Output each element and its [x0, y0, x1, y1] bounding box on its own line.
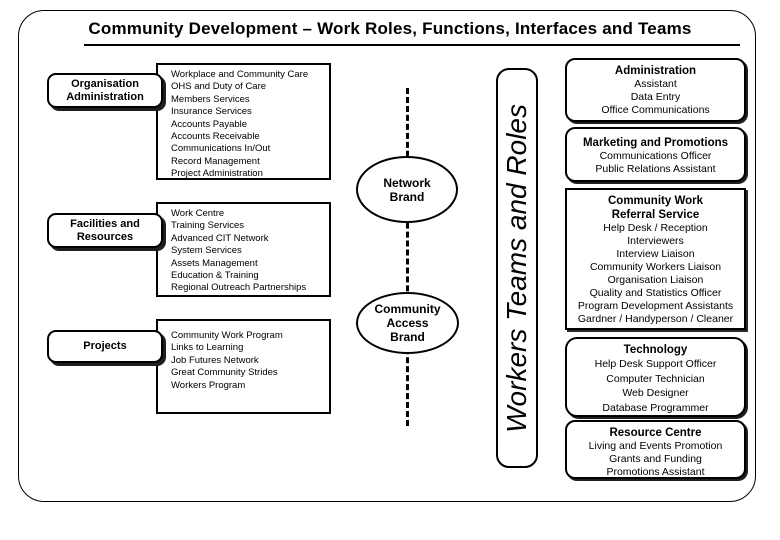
function-line: Job Futures Network: [171, 354, 259, 366]
role-line: Program Development Assistants: [577, 300, 734, 312]
ellipse-community-access-brand: Community Access Brand: [356, 292, 459, 354]
role-line: Interview Liaison: [616, 248, 695, 260]
page-title: Community Development – Work Roles, Func…: [88, 19, 692, 38]
role-line: Assistant: [634, 78, 677, 90]
role-line: Interviewers: [627, 235, 684, 247]
role-line: Grants and Funding: [609, 453, 702, 465]
function-line: Advanced CIT Network: [171, 232, 269, 244]
role-line: Community Workers Liaison: [589, 261, 722, 273]
role-line: Promotions Assistant: [606, 466, 705, 478]
group-label-text: Projects: [83, 340, 127, 352]
function-line: Members Services: [171, 93, 250, 105]
role-line: Public Relations Assistant: [595, 163, 716, 175]
role-line: Help Desk / Reception: [603, 222, 708, 234]
function-line: Record Management: [171, 155, 260, 167]
team-title: Administration: [614, 65, 697, 77]
function-line: Great Community Strides: [171, 367, 278, 379]
role-line: Office Communications: [601, 104, 710, 116]
title-divider-line: [84, 44, 740, 46]
function-line: Workplace and Community Care: [171, 69, 309, 80]
role-line: Communications Officer: [599, 150, 712, 162]
role-line: Gardner / Handyperson / Cleaner: [577, 313, 734, 325]
role-line: Quality and Statistics Officer: [589, 287, 722, 299]
function-line: Links to Learning: [171, 342, 244, 354]
team-title: Marketing and Promotions: [582, 137, 729, 149]
workers-teams-roles-divider: Workers Teams and Roles: [496, 68, 538, 468]
function-line: Education & Training: [171, 270, 259, 282]
function-line: Work Centre: [171, 208, 225, 219]
group-label-text: Organisation Administration: [66, 77, 144, 103]
role-line: Computer Technician: [606, 372, 705, 385]
function-line: Community Work Program: [171, 330, 283, 341]
role-line: Web Designer: [622, 387, 689, 399]
role-line: Data Entry: [630, 91, 681, 103]
divider-vertical-label: Workers Teams and Roles: [501, 103, 532, 433]
role-line: Help Desk Support Officer: [594, 358, 717, 370]
function-line: System Services: [171, 245, 242, 257]
ellipse-label: Network Brand: [383, 175, 431, 204]
function-line: Regional Outreach Partnerships: [171, 282, 307, 294]
team-box-community-work-referral-service: Community Work Referral Service Help Des…: [565, 188, 746, 330]
group-label-text: Facilities and Resources: [70, 217, 140, 243]
group-label-facilities-resources: Facilities and Resources: [47, 213, 163, 248]
team-box-resource-centre: Resource Centre Living and Events Promot…: [565, 420, 746, 479]
group-label-organisation-administration: Organisation Administration: [47, 73, 163, 108]
ellipse-label: Community Access Brand: [374, 302, 441, 344]
team-title: Resource Centre: [609, 427, 702, 439]
function-line: Accounts Receivable: [171, 131, 260, 143]
function-line: Project Administration: [171, 168, 263, 180]
team-title: Technology: [623, 344, 688, 356]
brand-dashed-connector: [406, 88, 409, 426]
function-line: Training Services: [171, 220, 245, 232]
ellipse-network-brand: Network Brand: [356, 156, 458, 223]
function-line: Insurance Services: [171, 106, 252, 118]
role-line: Organisation Liaison: [607, 274, 704, 286]
page-border: [18, 10, 756, 502]
group-label-projects: Projects: [47, 330, 163, 363]
function-line: Assets Management: [171, 257, 258, 269]
function-line: OHS and Duty of Care: [171, 81, 267, 93]
role-line: Living and Events Promotion: [588, 440, 723, 452]
role-line: Database Programmer: [602, 401, 709, 414]
function-line: Accounts Payable: [171, 118, 248, 130]
function-line: Communications In/Out: [171, 143, 271, 155]
function-line: Workers Program: [171, 379, 246, 391]
team-title: Community Work Referral Service: [608, 195, 703, 221]
team-box-marketing-promotions: Marketing and Promotions Communications …: [565, 127, 746, 182]
